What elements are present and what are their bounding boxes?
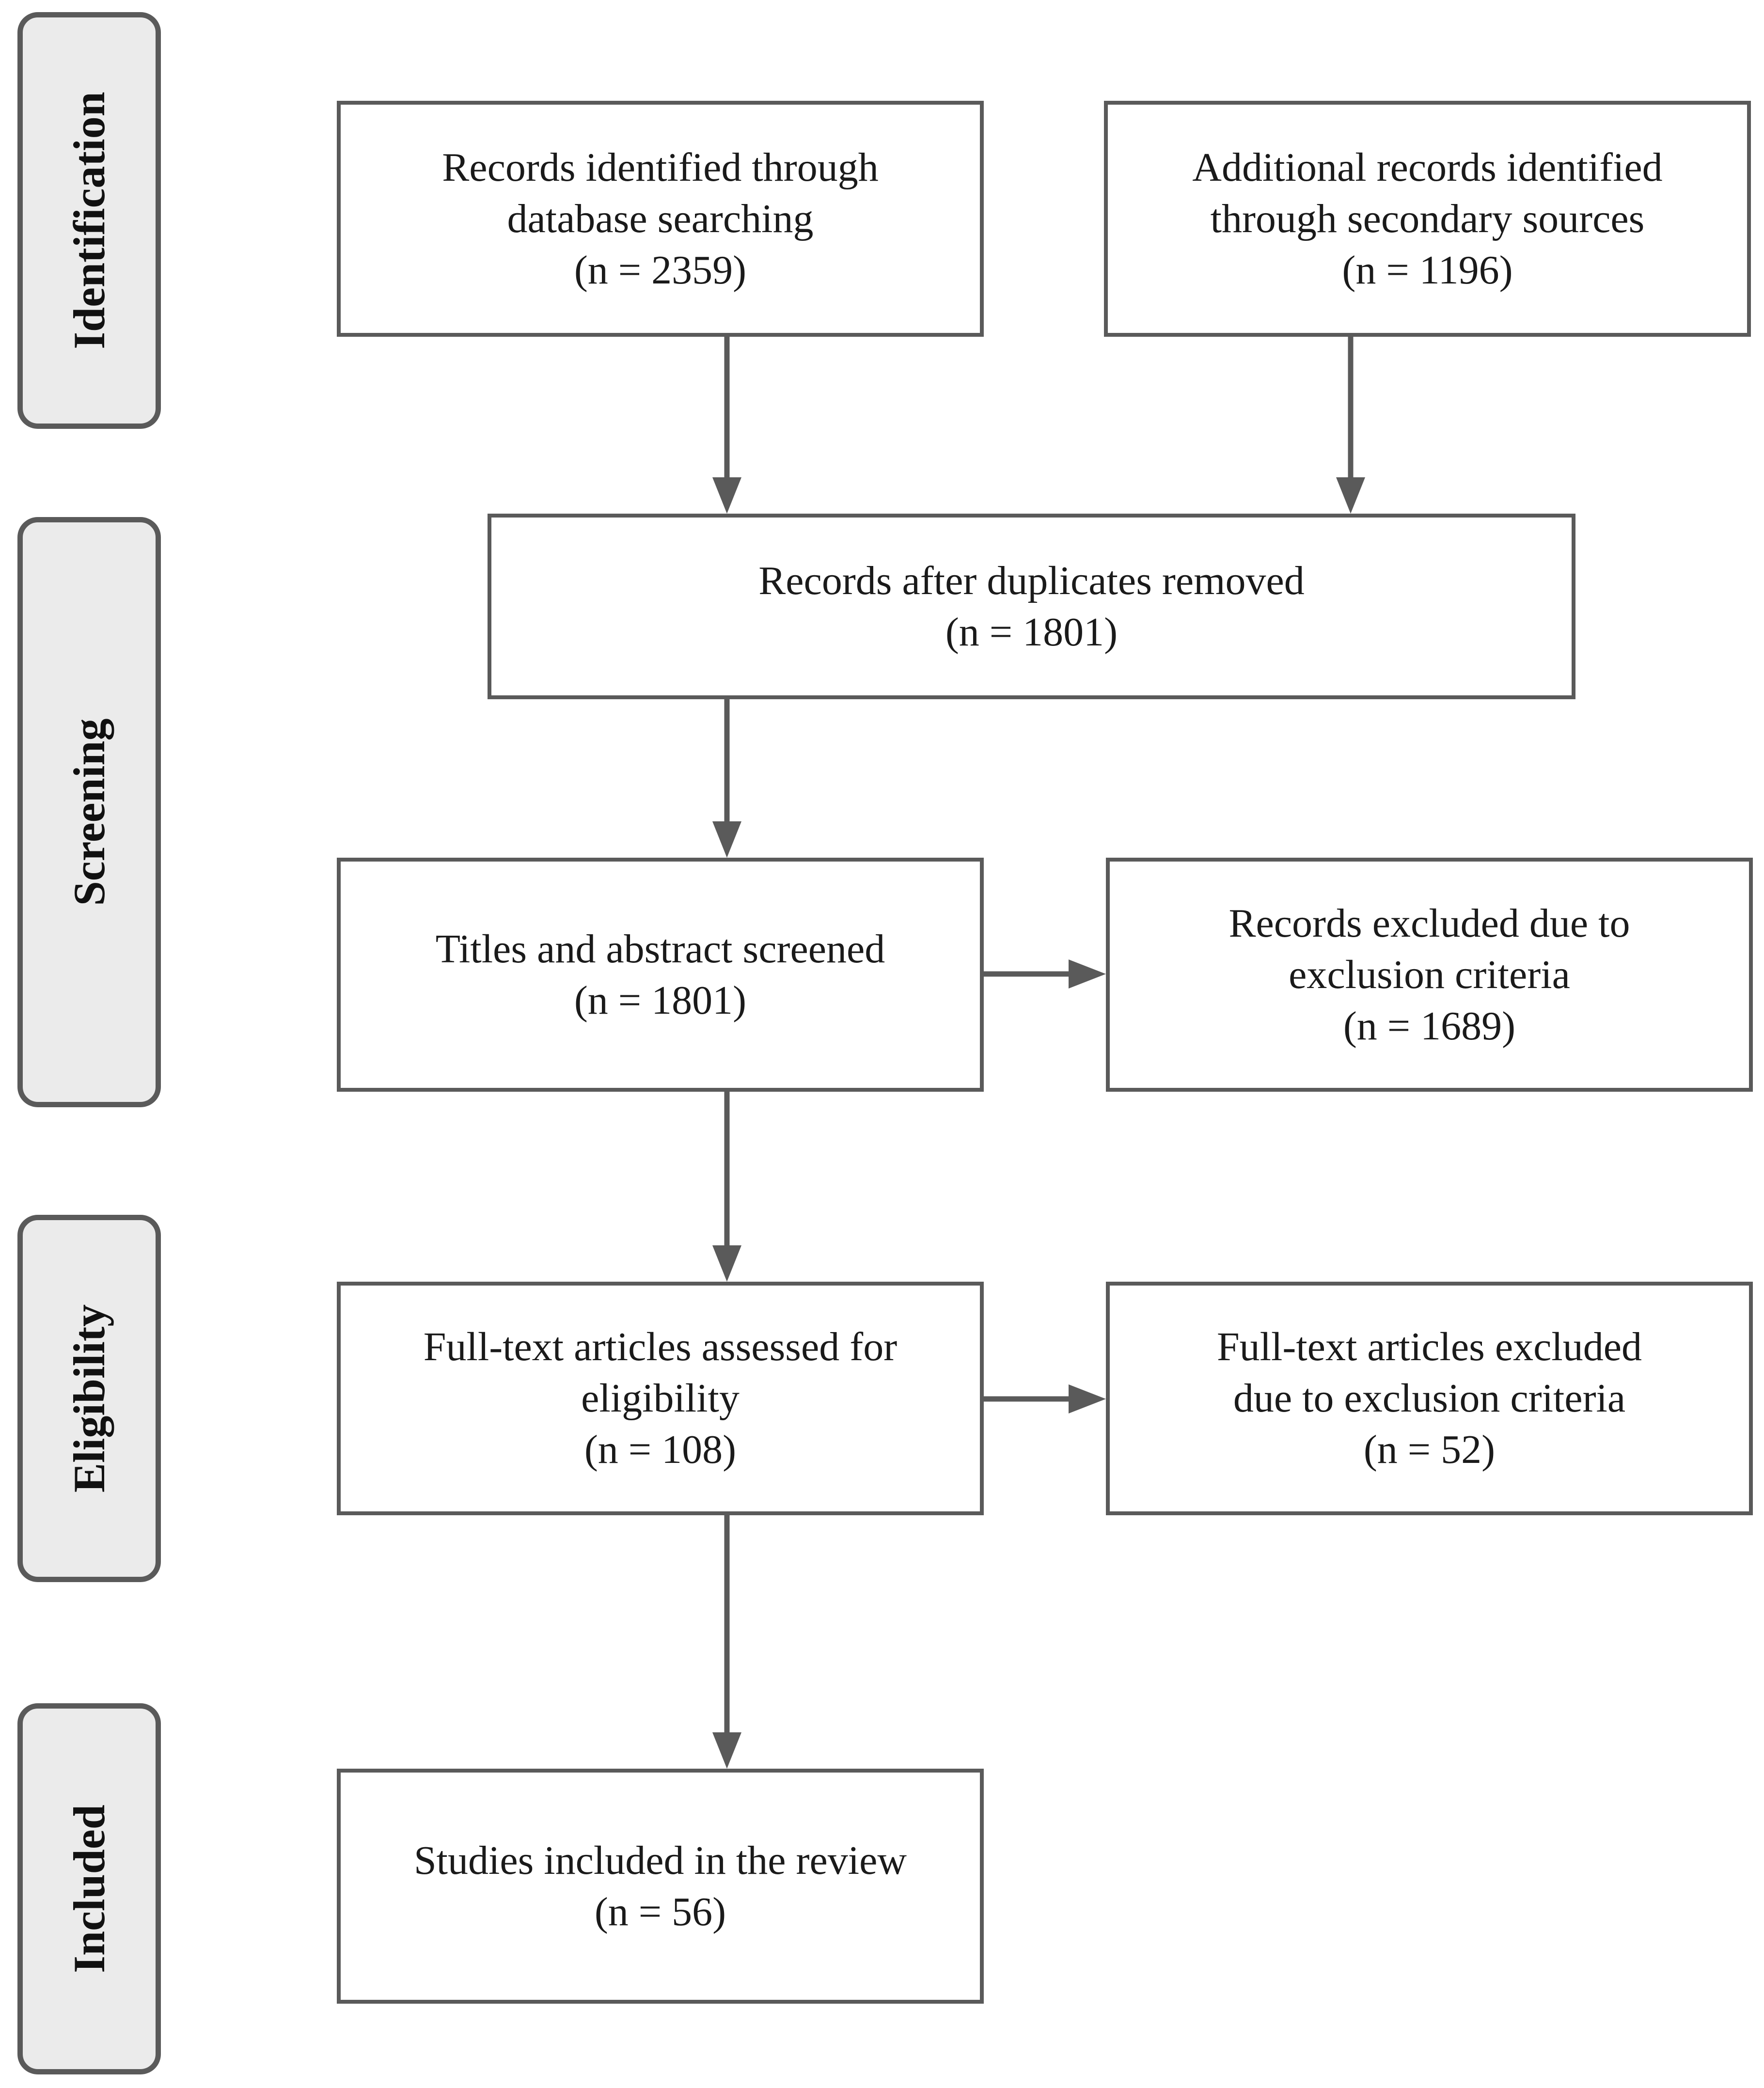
secondary-sources-count: (n = 1196): [1342, 247, 1513, 293]
box-titles-screened: Titles and abstract screened (n = 1801): [337, 858, 984, 1092]
studies-included-text-1: Studies included in the review: [413, 1837, 907, 1883]
records-excluded-count: (n = 1689): [1343, 1003, 1516, 1049]
phase-included: Included: [17, 1703, 161, 2074]
fulltext-assessed-text-2: eligibility: [581, 1376, 740, 1421]
box-fulltext-excluded: Full-text articles excluded due to exclu…: [1106, 1282, 1753, 1515]
records-excluded-text-1: Records excluded due to: [1228, 900, 1630, 946]
arrowhead-fulltext-to-excluded: [1069, 1384, 1106, 1413]
arrowhead-screened-to-excluded: [1069, 959, 1106, 989]
phase-label-screening: Screening: [64, 718, 114, 906]
arrowhead-database-to-duplicates: [712, 477, 741, 514]
box-database-search: Records identified through database sear…: [337, 101, 984, 337]
arrowhead-screened-to-fulltext: [712, 1245, 741, 1282]
box-studies-included: Studies included in the review (n = 56): [337, 1769, 984, 2004]
database-search-text-1: Records identified through: [442, 144, 879, 190]
arrowhead-secondary-to-duplicates: [1336, 477, 1365, 514]
arrowhead-duplicates-to-screened: [712, 821, 741, 858]
phase-label-included: Included: [64, 1805, 114, 1973]
studies-included-count: (n = 56): [594, 1889, 726, 1934]
arrowhead-fulltext-to-included: [712, 1732, 741, 1769]
fulltext-excluded-count: (n = 52): [1363, 1427, 1496, 1472]
titles-screened-count: (n = 1801): [574, 977, 747, 1023]
phase-identification: Identification: [17, 12, 161, 429]
secondary-sources-text-1: Additional records identified: [1192, 144, 1663, 190]
phase-eligibility: Eligibility: [17, 1215, 161, 1582]
phase-label-eligibility: Eligibility: [64, 1304, 114, 1493]
box-records-excluded: Records excluded due to exclusion criter…: [1106, 858, 1753, 1092]
fulltext-assessed-text-1: Full-text articles assessed for: [423, 1324, 898, 1369]
duplicates-removed-text-1: Records after duplicates removed: [758, 558, 1305, 603]
phase-label-identification: Identification: [64, 92, 114, 349]
box-fulltext-assessed: Full-text articles assessed for eligibil…: [337, 1282, 984, 1515]
fulltext-assessed-count: (n = 108): [584, 1427, 737, 1472]
fulltext-excluded-text-1: Full-text articles excluded: [1216, 1324, 1642, 1369]
box-secondary-sources: Additional records identified through se…: [1104, 101, 1751, 337]
database-search-count: (n = 2359): [574, 247, 747, 293]
phase-screening: Screening: [17, 517, 161, 1107]
database-search-text-2: database searching: [507, 196, 814, 241]
box-duplicates-removed: Records after duplicates removed (n = 18…: [488, 514, 1575, 699]
fulltext-excluded-text-2: due to exclusion criteria: [1233, 1376, 1626, 1421]
secondary-sources-text-2: through secondary sources: [1210, 196, 1645, 241]
duplicates-removed-count: (n = 1801): [945, 609, 1118, 655]
titles-screened-text-1: Titles and abstract screened: [435, 926, 885, 972]
records-excluded-text-2: exclusion criteria: [1289, 952, 1570, 997]
